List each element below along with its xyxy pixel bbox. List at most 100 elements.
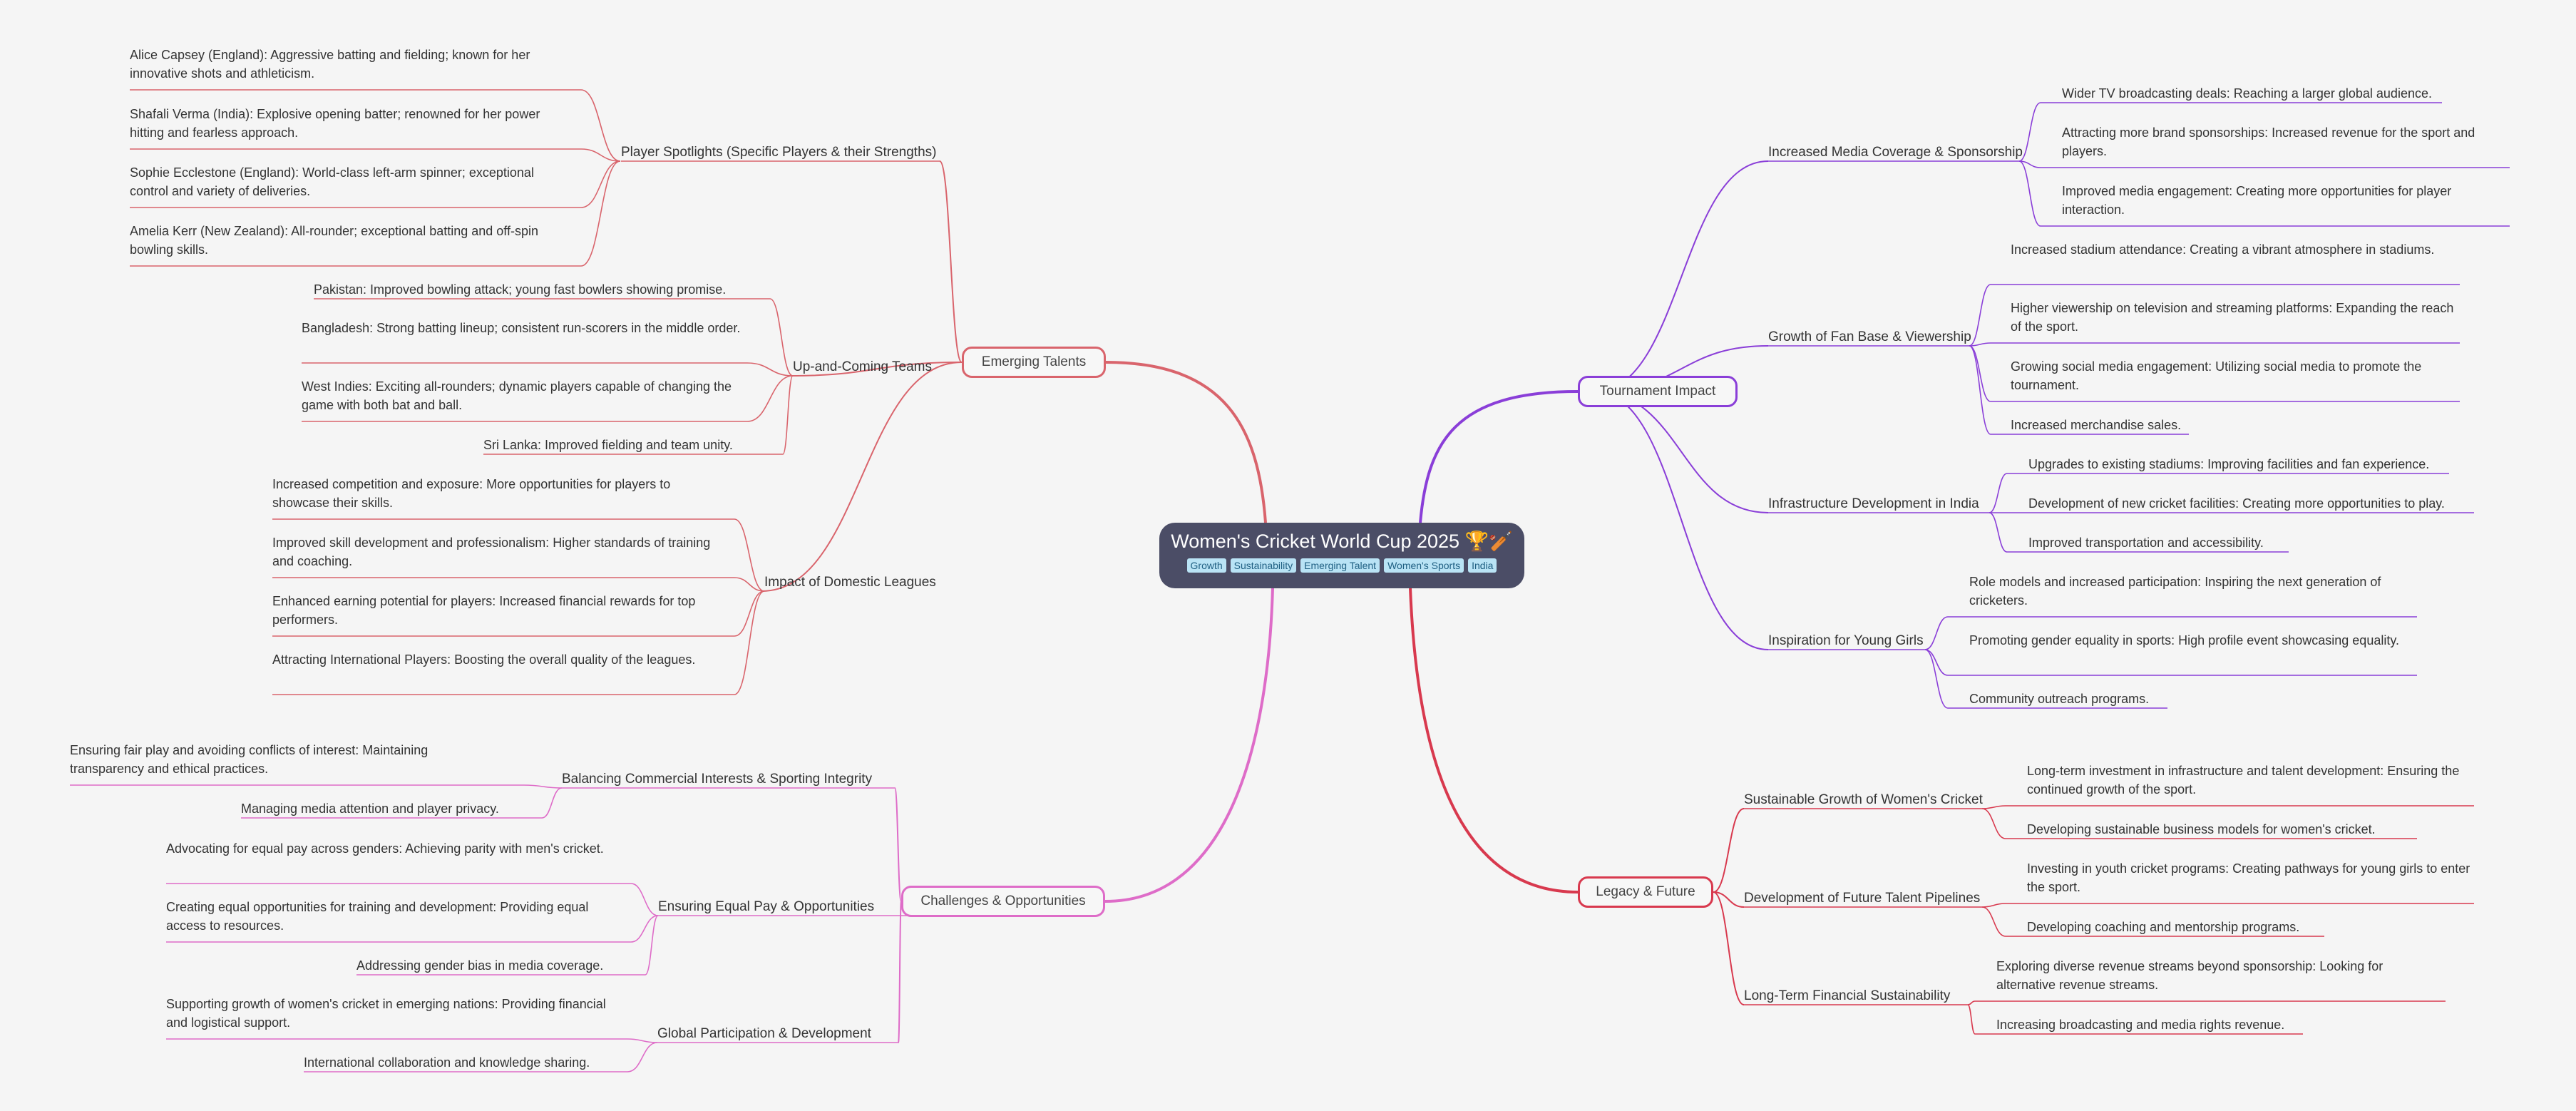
leaf-sophie-ecclestone: Sophie Ecclestone (England): World-class…: [130, 165, 534, 198]
subtopic-inspiration-young-girls[interactable]: Inspiration for Young Girls: [1768, 633, 1924, 648]
subtopic-growth-of-fan-base[interactable]: Growth of Fan Base & Viewership: [1768, 329, 1971, 344]
branch-tournament-impact[interactable]: Tournament Impact: [1578, 376, 1738, 407]
edge-legacy-leaf-1-0: [1981, 903, 2006, 908]
leaf-international-collaboration: International collaboration and knowledg…: [304, 1055, 590, 1070]
edge-legacy-sub-2: [1713, 891, 1745, 1005]
edge-emerging-leaf-2-2: [734, 590, 765, 637]
edge-tournament-leaf-3-0: [1924, 616, 1949, 650]
leaf-youth-cricket-programs: Investing in youth cricket programs: Cre…: [2027, 861, 2470, 894]
edge-emerging-leaf-2-1: [734, 577, 765, 592]
leaf-west-indies: West Indies: Exciting all-rounders; dyna…: [302, 379, 732, 412]
edge-tournament-sub-0: [1594, 160, 1769, 392]
edge-legacy-sub-1: [1713, 891, 1745, 908]
subtopic-up-and-coming-teams[interactable]: Up-and-Coming Teams: [793, 359, 933, 374]
leaf-community-outreach: Community outreach programs.: [1969, 692, 2150, 706]
leaf-role-models: Role models and increased participation:…: [1969, 575, 2381, 608]
edge-tournament-leaf-0-0: [2018, 102, 2041, 162]
edge-emerging-leaf-1-0: [769, 298, 794, 377]
edge-emerging-leaf-0-2: [580, 160, 621, 208]
edge-tournament-leaf-1-3: [1969, 345, 1991, 435]
edge-challenges-sub-2: [898, 901, 902, 1043]
tag-list: Growth Sustainability Emerging Talent Wo…: [1159, 558, 1524, 573]
edge-legacy-leaf-0-1: [1981, 808, 2006, 839]
leaf-upgrades-existing-stadiums: Upgrades to existing stadiums: Improving…: [2028, 457, 2430, 471]
subtopic-future-talent-pipelines[interactable]: Development of Future Talent Pipelines: [1744, 891, 1981, 906]
edge-challenges-leaf-1-0: [630, 883, 659, 916]
leaf-broadcasting-media-rights: Increasing broadcasting and media rights…: [1996, 1018, 2285, 1032]
edge-tournament-leaf-1-1: [1969, 342, 1991, 347]
subtopic-infrastructure-development[interactable]: Infrastructure Development in India: [1768, 496, 1979, 511]
edge-tournament-sub-3: [1594, 391, 1769, 650]
edge-emerging-leaf-0-1: [580, 148, 621, 162]
edge-tournament-leaf-3-1: [1924, 649, 1949, 676]
leaf-wider-tv-broadcasting: Wider TV broadcasting deals: Reaching a …: [2062, 86, 2432, 101]
subtopic-sustainable-growth[interactable]: Sustainable Growth of Women's Cricket: [1744, 792, 1983, 807]
tag-growth[interactable]: Growth: [1186, 558, 1226, 573]
leaf-creating-equal-opportunities: Creating equal opportunities for trainin…: [166, 900, 589, 933]
subtopic-balancing-commercial-interests[interactable]: Balancing Commercial Interests & Sportin…: [562, 772, 873, 787]
edge-root-challenges: [1104, 588, 1274, 903]
branch-legacy-future[interactable]: Legacy & Future: [1578, 876, 1713, 908]
leaf-shafali-verma: Shafali Verma (India): Explosive opening…: [130, 107, 540, 140]
edge-root-legacy: [1409, 588, 1579, 894]
leaf-amelia-kerr: Amelia Kerr (New Zealand): All-rounder; …: [130, 224, 538, 257]
edge-root-emerging: [1105, 361, 1267, 523]
branch-challenges-opportunities[interactable]: Challenges & Opportunities: [901, 886, 1105, 917]
leaf-merchandise-sales: Increased merchandise sales.: [2011, 418, 2182, 432]
subtopic-player-spotlights[interactable]: Player Spotlights (Specific Players & th…: [621, 145, 937, 160]
edge-tournament-leaf-0-2: [2018, 160, 2041, 227]
edge-challenges-sub-0: [894, 787, 902, 902]
subtopic-financial-sustainability[interactable]: Long-Term Financial Sustainability: [1744, 988, 1951, 1003]
edge-emerging-leaf-0-3: [580, 160, 621, 267]
leaf-addressing-gender-bias: Addressing gender bias in media coverage…: [356, 958, 604, 973]
leaf-bangladesh: Bangladesh: Strong batting lineup; consi…: [302, 321, 741, 335]
central-topic-title: Women's Cricket World Cup 2025 🏆🏏: [1171, 531, 1513, 552]
leaf-increased-stadium-attendance: Increased stadium attendance: Creating a…: [2011, 242, 2435, 257]
subtopic-impact-of-domestic-leagues[interactable]: Impact of Domestic Leagues: [764, 575, 936, 590]
edge-tournament-leaf-1-0: [1969, 284, 1991, 347]
central-topic[interactable]: Women's Cricket World Cup 2025 🏆🏏 Growth…: [1159, 523, 1524, 588]
edge-root-tournament: [1419, 390, 1579, 523]
tag-sustainability[interactable]: Sustainability: [1230, 558, 1297, 573]
leaf-improved-media-engagement: Improved media engagement: Creating more…: [2062, 184, 2452, 217]
subtopic-ensuring-equal-pay[interactable]: Ensuring Equal Pay & Opportunities: [658, 899, 875, 914]
edge-emerging-leaf-0-0: [580, 89, 621, 162]
subtopic-increased-media-coverage[interactable]: Increased Media Coverage & Sponsorship: [1768, 145, 2023, 160]
edge-tournament-leaf-3-2: [1924, 649, 1949, 709]
tag-emerging-talent[interactable]: Emerging Talent: [1300, 558, 1380, 573]
tag-india[interactable]: India: [1468, 558, 1497, 573]
edge-challenges-leaf-2-0: [627, 1038, 658, 1043]
edge-emerging-sub-2: [761, 362, 963, 592]
leaf-long-term-investment: Long-term investment in infrastructure a…: [2027, 764, 2460, 797]
leaf-coaching-mentorship: Developing coaching and mentorship progr…: [2027, 920, 2300, 934]
edge-tournament-leaf-0-1: [2018, 160, 2041, 168]
edge-tournament-leaf-2-2: [1989, 512, 2008, 553]
leaf-increased-competition: Increased competition and exposure: More…: [272, 477, 671, 510]
edge-challenges-leaf-0-1: [541, 787, 563, 819]
leaf-managing-media-attention: Managing media attention and player priv…: [241, 802, 499, 816]
edge-emerging-leaf-1-1: [746, 362, 794, 377]
leaf-pakistan: Pakistan: Improved bowling attack; young…: [314, 282, 727, 297]
edge-challenges-leaf-0-0: [523, 784, 563, 789]
subtopic-global-participation[interactable]: Global Participation & Development: [657, 1026, 871, 1041]
edge-legacy-sub-0: [1713, 808, 1745, 893]
edge-emerging-leaf-2-3: [734, 590, 765, 695]
branch-emerging-talents[interactable]: Emerging Talents: [962, 347, 1106, 378]
leaf-new-cricket-facilities: Development of new cricket facilities: C…: [2028, 496, 2445, 511]
edge-legacy-leaf-2-1: [1967, 1004, 1976, 1035]
leaf-enhanced-earning-potential: Enhanced earning potential for players: …: [272, 594, 696, 627]
leaf-ensuring-fair-play: Ensuring fair play and avoiding conflict…: [70, 743, 429, 776]
edge-challenges-leaf-1-2: [645, 915, 659, 976]
leaf-advocating-equal-pay: Advocating for equal pay across genders:…: [166, 841, 604, 856]
leaf-alice-capsey: Alice Capsey (England): Aggressive batti…: [130, 48, 530, 81]
leaf-promoting-gender-equality: Promoting gender equality in sports: Hig…: [1969, 633, 2399, 647]
edge-tournament-leaf-2-0: [1989, 473, 2008, 513]
edge-challenges-leaf-1-1: [630, 915, 659, 943]
edge-emerging-leaf-2-0: [734, 518, 765, 592]
tag-womens-sports[interactable]: Women's Sports: [1384, 558, 1464, 573]
edge-tournament-sub-2: [1594, 391, 1769, 513]
leaf-sri-lanka: Sri Lanka: Improved fielding and team un…: [483, 438, 733, 452]
leaf-brand-sponsorships: Attracting more brand sponsorships: Incr…: [2062, 126, 2475, 158]
edge-legacy-leaf-0-0: [1981, 805, 2006, 809]
edge-emerging-leaf-1-3: [782, 375, 794, 455]
